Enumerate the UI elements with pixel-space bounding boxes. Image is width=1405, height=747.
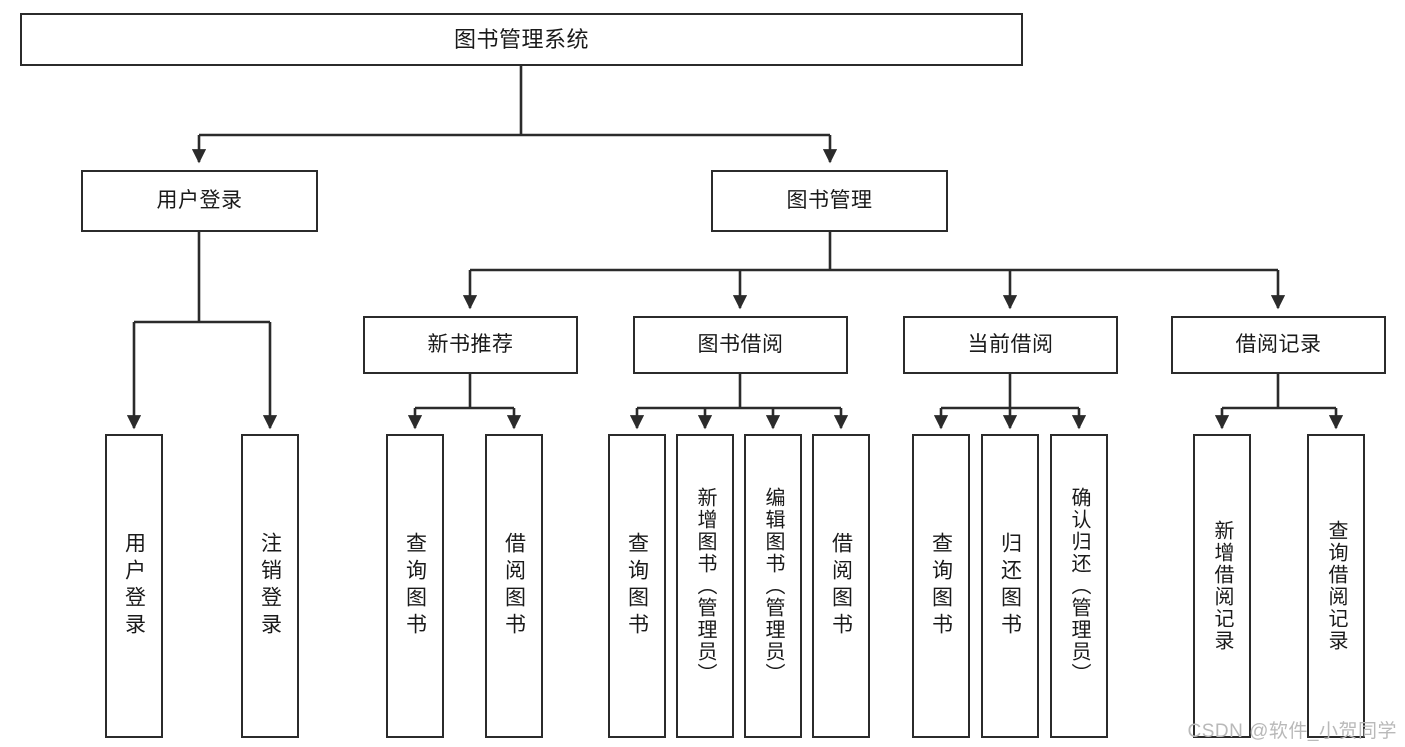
leaf-bb-query-book-label: 查询图书 bbox=[625, 532, 649, 640]
leaf-logout[interactable]: 注销登录 bbox=[241, 434, 299, 738]
leaf-bb-edit-book-label: 编辑图书（管理员） bbox=[762, 487, 784, 685]
node-book-borrow[interactable]: 图书借阅 bbox=[633, 316, 848, 374]
leaf-br-add-record-label: 新增借阅记录 bbox=[1211, 520, 1233, 652]
node-borrow-record-label: 借阅记录 bbox=[1235, 332, 1322, 356]
leaf-bb-query-book[interactable]: 查询图书 bbox=[608, 434, 666, 738]
csdn-watermark: CSDN @软件_小贺同学 bbox=[1187, 721, 1397, 742]
node-current-borrow-label: 当前借阅 bbox=[967, 332, 1054, 356]
leaf-bb-borrow-book[interactable]: 借阅图书 bbox=[812, 434, 870, 738]
leaf-nb-borrow-book[interactable]: 借阅图书 bbox=[485, 434, 543, 738]
node-user-login[interactable]: 用户登录 bbox=[81, 170, 318, 232]
leaf-nb-borrow-book-label: 借阅图书 bbox=[502, 532, 526, 640]
leaf-br-add-record[interactable]: 新增借阅记录 bbox=[1193, 434, 1251, 738]
leaf-cb-return-book[interactable]: 归还图书 bbox=[981, 434, 1039, 738]
leaf-cb-confirm-return[interactable]: 确认归还（管理员） bbox=[1050, 434, 1108, 738]
node-book-borrow-label: 图书借阅 bbox=[697, 332, 784, 356]
leaf-bb-borrow-book-label: 借阅图书 bbox=[829, 532, 853, 640]
leaf-cb-query-book-label: 查询图书 bbox=[929, 532, 953, 640]
leaf-user-login-label: 用户登录 bbox=[122, 532, 146, 640]
leaf-cb-confirm-return-label: 确认归还（管理员） bbox=[1068, 487, 1090, 685]
leaf-cb-query-book[interactable]: 查询图书 bbox=[912, 434, 970, 738]
leaf-logout-label: 注销登录 bbox=[258, 532, 282, 640]
node-user-login-label: 用户登录 bbox=[156, 188, 243, 212]
leaf-bb-edit-book[interactable]: 编辑图书（管理员） bbox=[744, 434, 802, 738]
leaf-user-login[interactable]: 用户登录 bbox=[105, 434, 163, 738]
node-borrow-record[interactable]: 借阅记录 bbox=[1171, 316, 1386, 374]
leaf-bb-add-book-label: 新增图书（管理员） bbox=[694, 487, 716, 685]
node-new-book-recommend-label: 新书推荐 bbox=[427, 332, 514, 356]
leaf-br-query-record-label: 查询借阅记录 bbox=[1325, 520, 1347, 652]
node-root[interactable]: 图书管理系统 bbox=[20, 13, 1023, 66]
leaf-bb-add-book[interactable]: 新增图书（管理员） bbox=[676, 434, 734, 738]
node-book-management[interactable]: 图书管理 bbox=[711, 170, 948, 232]
leaf-nb-query-book[interactable]: 查询图书 bbox=[386, 434, 444, 738]
node-new-book-recommend[interactable]: 新书推荐 bbox=[363, 316, 578, 374]
node-book-management-label: 图书管理 bbox=[786, 188, 873, 212]
leaf-br-query-record[interactable]: 查询借阅记录 bbox=[1307, 434, 1365, 738]
leaf-cb-return-book-label: 归还图书 bbox=[998, 532, 1022, 640]
node-current-borrow[interactable]: 当前借阅 bbox=[903, 316, 1118, 374]
node-root-label: 图书管理系统 bbox=[453, 26, 589, 52]
leaf-nb-query-book-label: 查询图书 bbox=[403, 532, 427, 640]
